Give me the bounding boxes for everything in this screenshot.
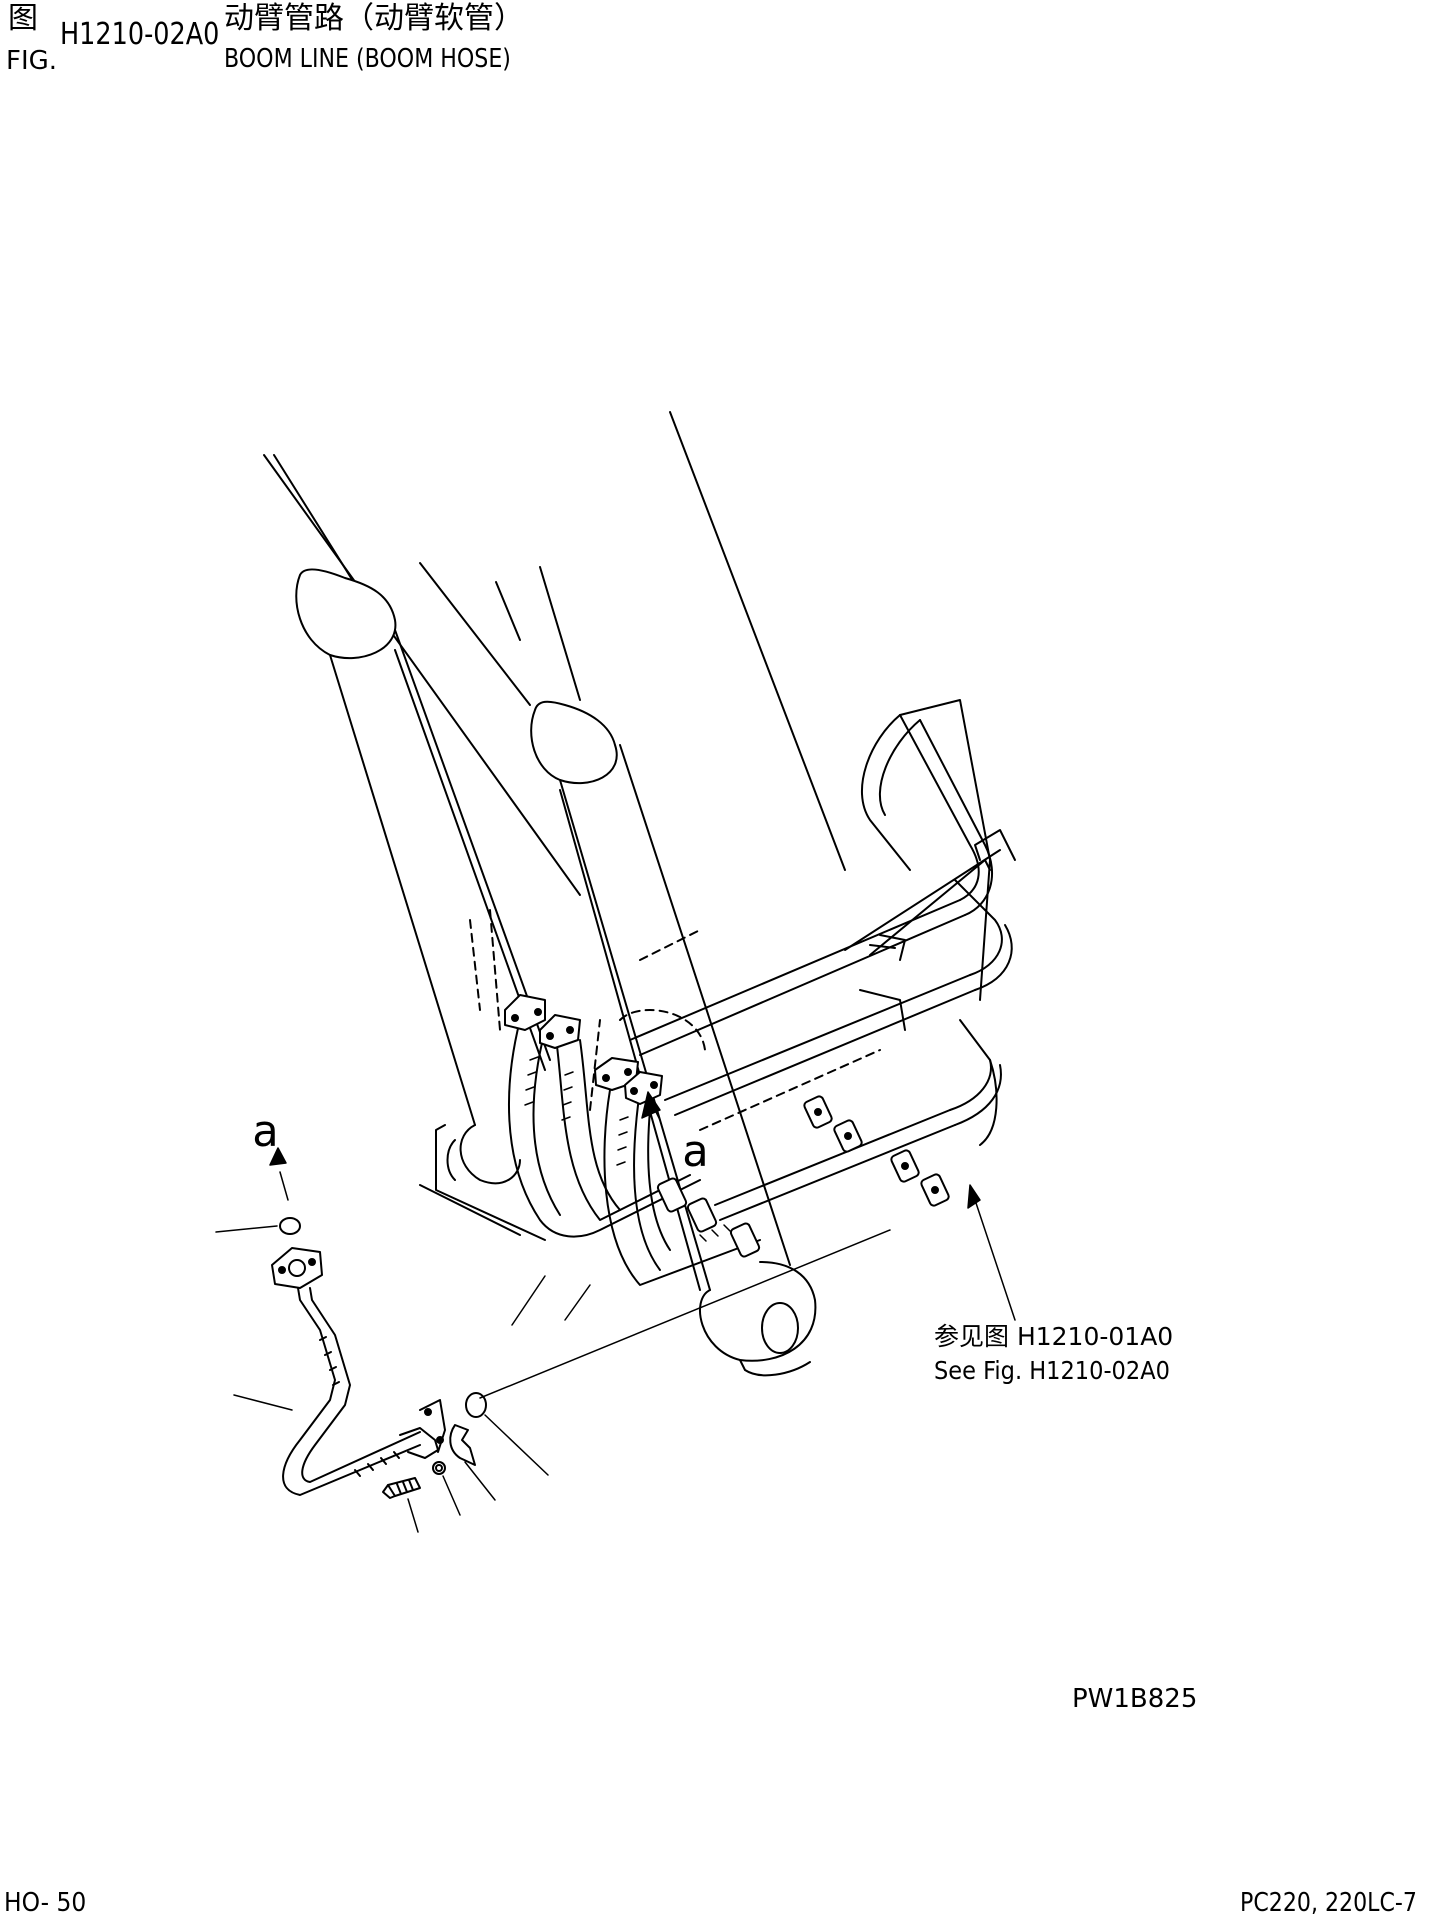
- right-boom-cylinder: [531, 702, 815, 1376]
- title-cn: 动臂管路（动臂软管）: [224, 1, 524, 36]
- page-number: HO- 50: [4, 1888, 87, 1918]
- view-letter-center: a: [682, 1126, 709, 1177]
- exploded-hose-assembly: [272, 1218, 486, 1498]
- illustration-code: PW1B825: [1072, 1684, 1198, 1714]
- leader-lines: [216, 1092, 1015, 1532]
- fig-number: H1210-02A0: [60, 17, 220, 52]
- pipe-clamps: [657, 1095, 950, 1258]
- hose-hatching: [525, 1057, 730, 1241]
- boom-hoses: [509, 1020, 760, 1285]
- upper-lines: [845, 830, 1015, 955]
- reference-note-cn: 参见图 H1210-01A0: [934, 1322, 1174, 1351]
- steel-pipes: [630, 700, 1012, 1220]
- title-en: BOOM LINE (BOOM HOSE): [224, 44, 511, 74]
- port-flanges: [505, 995, 662, 1104]
- fig-label-cn: 图: [8, 1, 38, 36]
- hidden-lines: [470, 910, 880, 1130]
- model-number: PC220, 220LC-7: [1240, 1888, 1417, 1918]
- fig-label-en: FIG.: [6, 46, 58, 76]
- reference-note-en: See Fig. H1210-02A0: [934, 1356, 1170, 1385]
- boom-outline-lines: [264, 412, 845, 895]
- view-letter-left: a: [252, 1106, 279, 1157]
